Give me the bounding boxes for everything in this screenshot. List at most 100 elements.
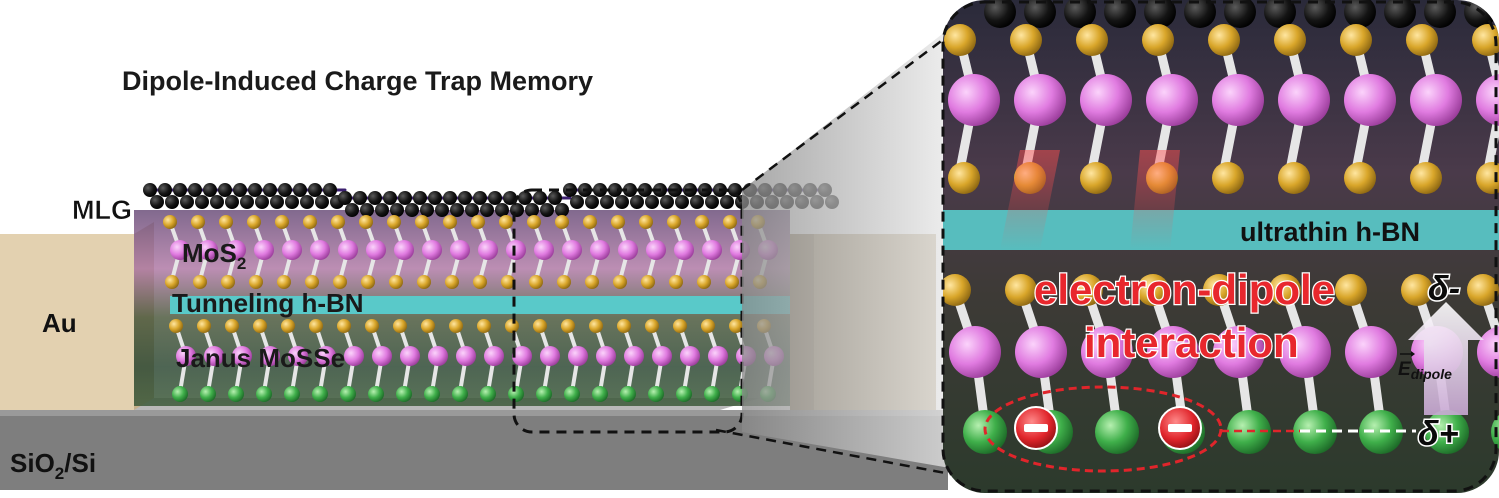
- molybdenum-atom: [708, 346, 728, 366]
- tunneling-hbn-label: Tunneling h-BN: [172, 288, 364, 318]
- sulfur-atom: [221, 275, 235, 289]
- molybdenum-atom: [456, 346, 476, 366]
- molybdenum-atom: [204, 346, 224, 366]
- sulfur-atom: [473, 275, 487, 289]
- carbon-atom: [495, 203, 509, 217]
- sulfur-atom: [417, 275, 431, 289]
- sulfur-atom: [361, 275, 375, 289]
- tunneling-hbn-layer: [170, 296, 790, 314]
- carbon-atom: [1064, 0, 1096, 28]
- molybdenum-atom: [1477, 326, 1499, 378]
- carbon-atom: [600, 195, 614, 209]
- sulfur-atom: [275, 215, 289, 229]
- sulfur-atom: [477, 319, 491, 333]
- carbon-atom: [203, 183, 217, 197]
- janus-mosse-label: Janus MoSSe: [176, 343, 345, 373]
- sulfur-atom: [1476, 162, 1499, 194]
- sulfur-atom: [1203, 274, 1235, 306]
- carbon-atom: [443, 191, 457, 205]
- sulfur-atom: [421, 319, 435, 333]
- sulfur-atom: [645, 319, 659, 333]
- carbon-atom: [728, 183, 742, 197]
- sulfur-atom: [1076, 24, 1108, 56]
- selenium-atom: [1095, 410, 1139, 454]
- ultrathin-hbn-label: ultrathin h-BN: [1240, 217, 1420, 247]
- carbon-atom: [555, 203, 569, 217]
- carbon-atom: [525, 203, 539, 217]
- sulfur-atom: [673, 319, 687, 333]
- sulfur-atom: [1080, 162, 1112, 194]
- carbon-atom: [300, 195, 314, 209]
- sulfur-atom: [585, 275, 599, 289]
- molybdenum-atom: [540, 346, 560, 366]
- carbon-atom: [638, 183, 652, 197]
- carbon-atom: [984, 0, 1016, 28]
- sulfur-atom: [617, 319, 631, 333]
- carbon-atom: [390, 203, 404, 217]
- zoom-panel-border: [941, 0, 1498, 493]
- carbon-atom: [195, 195, 209, 209]
- sulfur-atom: [943, 274, 971, 306]
- sulfur-atom: [1010, 24, 1042, 56]
- sulfur-atom: [305, 275, 319, 289]
- zoom-projection: [742, 28, 950, 468]
- carbon-atom: [615, 195, 629, 209]
- carbon-atom: [450, 203, 464, 217]
- carbon-atom: [218, 183, 232, 197]
- carbon-atom: [375, 203, 389, 217]
- sulfur-atom: [1335, 274, 1367, 306]
- selenium-atom: [564, 386, 580, 402]
- sulfur-atom: [557, 275, 571, 289]
- carbon-atom: [143, 183, 157, 197]
- sulfur-atom: [197, 319, 211, 333]
- carbon-atom: [1304, 0, 1336, 28]
- molybdenum-atom: [428, 346, 448, 366]
- carbon-atom: [308, 183, 322, 197]
- electron-2: [1158, 406, 1202, 450]
- carbon-atom: [540, 203, 554, 217]
- molybdenum-atom: [366, 240, 386, 260]
- sulfur-atom: [561, 319, 575, 333]
- carbon-atom: [150, 195, 164, 209]
- carbon-atom: [690, 195, 704, 209]
- sulfur-atom: [1142, 24, 1174, 56]
- sulfur-atom: [359, 215, 373, 229]
- sulfur-atom: [163, 215, 177, 229]
- carbon-atom: [368, 191, 382, 205]
- carbon-atom: [353, 191, 367, 205]
- selenium-atom: [424, 386, 440, 402]
- molybdenum-atom: [232, 346, 252, 366]
- molybdenum-atom: [254, 240, 274, 260]
- page-title: Dipole-Induced Charge Trap Memory: [122, 66, 593, 96]
- svg-text:interaction: interaction: [1084, 319, 1299, 366]
- mlg-label: MLG: [72, 195, 132, 225]
- sulfur-atom: [529, 275, 543, 289]
- electron-1: [1014, 406, 1058, 450]
- molybdenum-atom: [478, 240, 498, 260]
- sulfur-atom: [948, 162, 980, 194]
- molybdenum-atom: [1476, 74, 1499, 126]
- carbon-atom: [270, 195, 284, 209]
- selenium-atom: [340, 386, 356, 402]
- sulfur-atom: [1005, 274, 1037, 306]
- carbon-atom: [518, 191, 532, 205]
- carbon-atom: [173, 183, 187, 197]
- svg-text:electron-dipole: electron-dipole: [1034, 266, 1335, 313]
- zoom-guide-bottom: [715, 428, 973, 480]
- carbon-atom: [158, 183, 172, 197]
- sulfur-atom: [337, 319, 351, 333]
- molybdenum-atom: [562, 240, 582, 260]
- carbon-atom: [188, 183, 202, 197]
- sulfur-atom: [1472, 24, 1499, 56]
- sulfur-atom: [533, 319, 547, 333]
- carbon-atom: [1224, 0, 1256, 28]
- carbon-atom: [465, 203, 479, 217]
- molybdenum-atom: [1410, 74, 1462, 126]
- molybdenum-atom: [1279, 326, 1331, 378]
- sulfur-atom: [247, 215, 261, 229]
- sulfur-atom: [1410, 162, 1442, 194]
- sulfur-atom: [1401, 274, 1433, 306]
- sulfur-atom: [169, 319, 183, 333]
- molybdenum-atom: [394, 240, 414, 260]
- sulfur-atom: [723, 215, 737, 229]
